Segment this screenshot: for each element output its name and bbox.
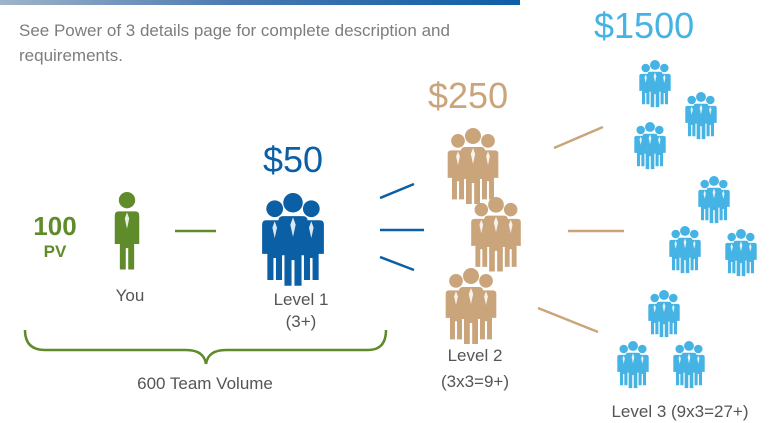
you-pv: 100 PV [30,211,80,262]
pv-value: 100 [33,211,77,241]
level3-group-icon [669,226,701,274]
level3-group-icon [634,122,666,170]
connector-level2-top [553,125,604,150]
connector-level2-bottom [537,306,599,334]
level2-label: Level 2 [447,346,503,365]
team-volume-brace [23,329,388,365]
description-text: See Power of 3 details page for complete… [19,21,450,65]
level3-reward: $1500 [594,5,695,46]
level3-group-icon [685,92,717,140]
level3-group-icon [617,341,649,389]
header-accent-bar [0,0,520,5]
level1-reward: $50 [263,139,324,180]
level2-reward: $250 [428,75,509,116]
level3-group-icon [698,176,730,224]
team-volume-label: 600 Team Volume [137,374,273,393]
connector-level1-down [379,255,415,272]
level3-group-icon [725,229,757,277]
level3-group-icon [673,341,705,389]
level1-requirement: (3+) [285,312,317,331]
level1-group-icon [262,193,324,286]
level3-label: Level 3 (9x3=27+) [611,402,749,421]
level3-group-icon [648,290,680,338]
level2-group-icon [471,197,521,272]
level2-requirement: (3x3=9+) [440,372,510,391]
connector-level1-up [379,182,415,200]
you-person-icon [114,192,140,270]
you-label: You [115,286,145,305]
level3-group-icon [639,60,671,108]
level2-group-icon [447,128,499,204]
level2-group-icon [445,268,497,344]
level1-label: Level 1 [273,290,329,309]
pv-unit: PV [43,242,67,261]
